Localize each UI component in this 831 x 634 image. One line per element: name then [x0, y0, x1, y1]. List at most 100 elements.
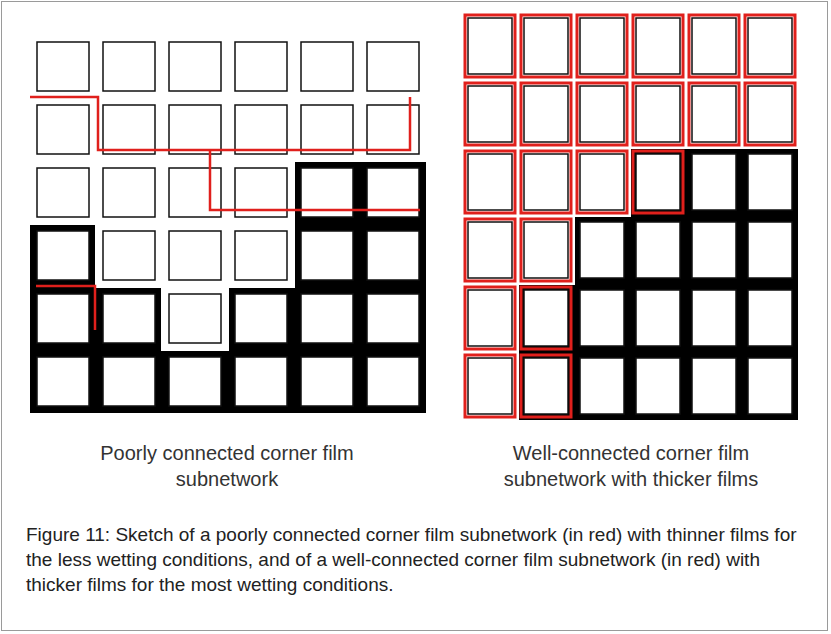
grain	[524, 290, 568, 346]
grain	[748, 290, 792, 346]
grain	[636, 358, 680, 414]
corner-film-loop	[689, 83, 739, 145]
grain	[580, 290, 624, 346]
panel-label: Well-connected corner film subnetwork wi…	[466, 440, 796, 492]
drained-pore	[741, 11, 799, 81]
grain	[37, 42, 89, 91]
drained-pore	[161, 34, 229, 99]
panel-label: Poorly connected corner film subnetwork	[77, 440, 377, 492]
grain	[580, 154, 624, 210]
grain	[636, 18, 680, 74]
grain	[580, 222, 624, 278]
grain	[524, 86, 568, 142]
drained-pore	[573, 79, 631, 149]
water-filled-throats	[30, 35, 426, 413]
grain	[748, 18, 792, 74]
grain	[37, 231, 89, 280]
left-micromodel	[29, 34, 427, 413]
drained-pore	[517, 11, 575, 81]
grain	[367, 294, 419, 343]
grain	[636, 290, 680, 346]
grain	[367, 42, 419, 91]
grain	[103, 357, 155, 406]
corner-film-loop	[577, 151, 627, 213]
grain	[37, 294, 89, 343]
grain	[468, 86, 512, 142]
corner-film-path	[210, 150, 420, 210]
corner-film-loop	[577, 15, 627, 77]
grain	[37, 168, 89, 217]
grain	[169, 231, 221, 280]
drained-pore	[227, 97, 295, 162]
drained-pore	[685, 79, 743, 149]
drained-pore	[517, 79, 575, 149]
grain	[468, 290, 512, 346]
grain	[692, 290, 736, 346]
grain	[692, 154, 736, 210]
corner-film-loop	[465, 151, 515, 213]
drained-pore	[685, 11, 743, 81]
drained-pore	[227, 223, 295, 288]
drained-pore	[461, 283, 519, 353]
corner-film-loop	[465, 287, 515, 349]
corner-film-loop	[745, 15, 795, 77]
drained-pore	[227, 34, 295, 99]
corner-film-loop	[521, 151, 571, 213]
caption-text: Figure 11: Sketch of a poorly connected …	[26, 524, 797, 595]
drained-pore	[161, 286, 229, 351]
drained-pore	[461, 215, 519, 285]
drained-pore	[461, 147, 519, 217]
drained-pore	[227, 160, 295, 225]
grain	[468, 222, 512, 278]
grain	[524, 358, 568, 414]
corner-film-loop	[577, 83, 627, 145]
drained-pore	[517, 147, 575, 217]
grain	[169, 294, 221, 343]
drained-pore	[359, 97, 427, 162]
drained-pore	[629, 11, 687, 81]
grain	[367, 231, 419, 280]
corner-film-loop	[465, 219, 515, 281]
water-filled-throats	[462, 12, 798, 420]
grain	[468, 154, 512, 210]
grain	[37, 357, 89, 406]
drained-pore	[293, 34, 361, 99]
grain	[468, 358, 512, 414]
drained-pore	[95, 223, 163, 288]
grain	[692, 86, 736, 142]
grain	[235, 42, 287, 91]
drained-pore	[161, 97, 229, 162]
grain	[580, 86, 624, 142]
drained-pore	[29, 97, 97, 162]
grain	[748, 222, 792, 278]
grain	[748, 154, 792, 210]
drained-pore	[573, 11, 631, 81]
grain	[636, 86, 680, 142]
corner-film-path	[36, 286, 95, 330]
grain	[301, 294, 353, 343]
grain	[301, 231, 353, 280]
drained-pore	[359, 34, 427, 99]
grain	[37, 105, 89, 154]
figure-caption: Figure 11: Sketch of a poorly connected …	[26, 522, 816, 597]
grain	[468, 18, 512, 74]
grain	[235, 294, 287, 343]
grain	[636, 154, 680, 210]
corner-film-loop	[521, 355, 571, 417]
drained-pore	[29, 34, 97, 99]
drained-pore	[293, 97, 361, 162]
drained-pore	[29, 160, 97, 225]
drained-pore	[573, 147, 631, 217]
grain	[103, 42, 155, 91]
corner-film-loop	[633, 15, 683, 77]
corner-film-loop	[521, 219, 571, 281]
grain	[301, 357, 353, 406]
corner-film-loop	[465, 83, 515, 145]
grain	[524, 222, 568, 278]
grain	[301, 105, 353, 154]
drained-pore	[95, 160, 163, 225]
grain	[169, 42, 221, 91]
drained-pore	[741, 79, 799, 149]
corner-film-loop	[521, 287, 571, 349]
drained-pore	[461, 79, 519, 149]
